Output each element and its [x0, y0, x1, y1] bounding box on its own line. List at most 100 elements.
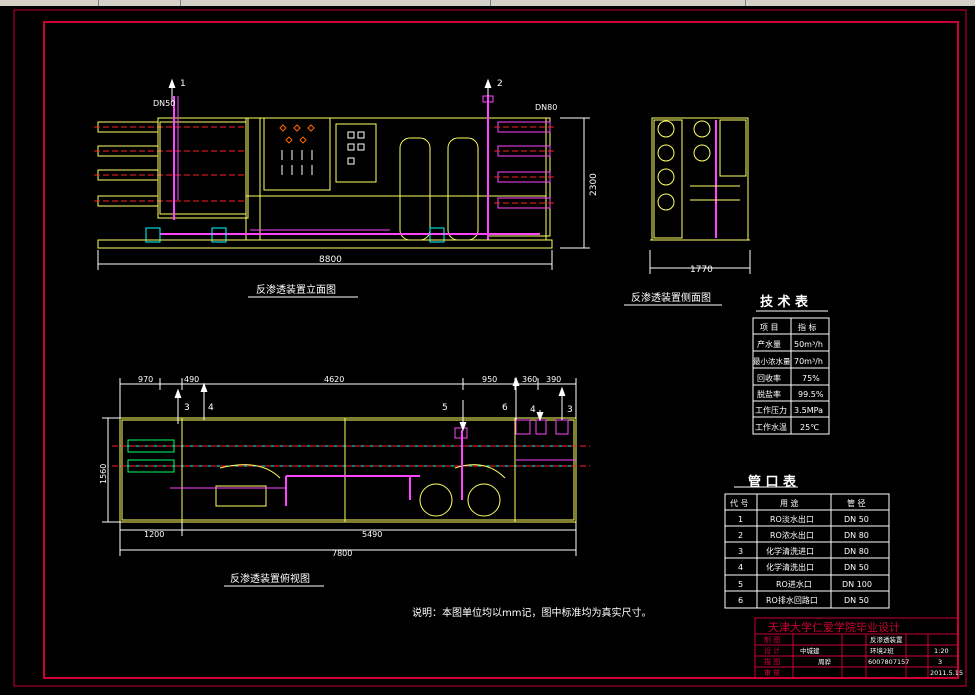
- plan-nozzle-labels: 3 4 5 6 4 3: [184, 403, 573, 415]
- tech-header: 指 标: [798, 322, 817, 332]
- plan-dim-7800: 7800: [332, 549, 352, 558]
- front-base-frame: [97, 239, 553, 249]
- front-view-title: 反渗透装置立面图: [256, 283, 336, 296]
- toolbar-separator: [98, 0, 99, 6]
- toolbar-separator: [180, 0, 181, 6]
- title-block-grid: [754, 617, 959, 679]
- cad-model-space[interactable]: 1 2 DN50 DN80 8800 2300 反渗透装置立面图 1770 反渗…: [0, 6, 975, 695]
- control-panel-b: [335, 123, 377, 183]
- outer-border: [13, 9, 967, 687]
- plan-view-title: 反渗透装置俯视图: [230, 572, 310, 585]
- tech-table-title: 技 术 表: [760, 294, 809, 310]
- nozzle-header: 代 号: [730, 498, 749, 508]
- cartridge-filter-2: [447, 137, 479, 241]
- title-block-sheet: 3: [938, 658, 942, 666]
- nozzle-cell: RO进水口: [776, 579, 812, 589]
- drawing-note: 说明：本图单位均以mm记，图中标准均为真实尺寸。: [412, 606, 651, 619]
- tech-cell: 99.5%: [798, 390, 824, 399]
- plan-nozzle-label: 4: [208, 403, 214, 413]
- title-block-values: 反渗透装置 中城建 环境2班 周骅 6007807157 1:20 3 2011…: [800, 635, 963, 677]
- nozzle-cell: DN 80: [844, 547, 869, 556]
- nozzle-cell: RO淡水出口: [770, 514, 814, 524]
- nozzle-header: 用 途: [780, 498, 799, 508]
- nozzle-cell: DN 50: [844, 596, 869, 605]
- tech-cell: 脱盐率: [757, 389, 781, 399]
- nozzle-cell: 4: [738, 563, 743, 572]
- side-width-dim: 1770: [690, 265, 713, 275]
- plan-nozzle-label: 5: [442, 403, 448, 413]
- title-block-designer: 中城建: [800, 646, 820, 655]
- title-block-student-id: 6007807157: [868, 658, 909, 666]
- window-toolbar-strip: [0, 0, 975, 6]
- nozzle-cell: DN 50: [844, 515, 869, 524]
- plan-dim-5490: 5490: [362, 530, 382, 539]
- nozzle-table: 代 号 用 途 管 径 1 RO淡水出口 DN 50 2 RO浓水出口 DN 8…: [730, 498, 872, 605]
- tech-cell: 25℃: [800, 423, 819, 432]
- plan-dim-390: 390: [546, 375, 561, 384]
- toolbar-separator: [490, 0, 491, 6]
- cad-drawing: 1 2 DN50 DN80 8800 2300 反渗透装置立面图 1770 反渗…: [13, 9, 967, 687]
- plan-nozzle-label: 3: [567, 405, 573, 415]
- nozzle-cell: 1: [738, 515, 743, 524]
- title-block-labels: 制 图 设 计 描 图 审 核: [764, 635, 780, 677]
- tech-table: 项 目 指 标 产水量 50m³/h 最小浓水量 70m³/h 回收率 75% …: [753, 322, 824, 432]
- nozzle-table-title: 管 口 表: [748, 474, 797, 490]
- nozzle-cell: 化学清洗进口: [766, 546, 814, 556]
- front-elevation-view: [94, 95, 556, 249]
- title-block-col-label: 描 图: [764, 657, 780, 666]
- title-block-school: 天津大学仁爱学院毕业设计: [768, 620, 900, 634]
- nozzle-header: 管 径: [847, 498, 866, 508]
- nozzle-table-grid: [724, 493, 890, 609]
- tech-cell: 工作水温: [755, 422, 787, 432]
- plan-dim-360: 360: [522, 375, 537, 384]
- plan-view-dims: [102, 376, 577, 556]
- tech-cell: 50m³/h: [794, 340, 823, 349]
- tech-table-grid: [752, 317, 830, 435]
- side-view-dims: [649, 250, 751, 274]
- cartridge-filter-1: [399, 137, 431, 241]
- title-block-date: 2011.5.15: [930, 669, 963, 677]
- front-pipe2-label: 2: [497, 79, 503, 89]
- plan-dim-1200: 1200: [144, 530, 164, 539]
- front-pipe1-label: 1: [180, 79, 186, 89]
- plan-dim-4620: 4620: [324, 375, 344, 384]
- title-block-class: 环境2班: [870, 646, 894, 655]
- tech-cell: 70m³/h: [794, 357, 823, 366]
- side-view: [650, 117, 750, 241]
- tech-cell: 75%: [802, 374, 820, 383]
- plan-dim-490: 490: [184, 375, 199, 384]
- title-block-drawing-name: 反渗透装置: [870, 635, 903, 644]
- nozzle-cell: 2: [738, 531, 743, 540]
- membrane-stack-left: [94, 117, 249, 219]
- toolbar-separator: [745, 0, 746, 6]
- plan-width-dim: 1560: [99, 464, 108, 484]
- nozzle-cell: DN 100: [842, 580, 872, 589]
- nozzle-cell: DN 50: [844, 563, 869, 572]
- tech-header: 项 目: [760, 323, 779, 332]
- title-block-col-label: 制 图: [764, 635, 780, 644]
- title-block-col-label: 审 核: [764, 668, 780, 677]
- nozzle-cell: 3: [738, 547, 743, 556]
- plan-view: [112, 417, 590, 523]
- plan-top-dims: 970 490 4620 950 360 390: [138, 375, 561, 384]
- side-view-title: 反渗透装置侧面图: [631, 291, 711, 304]
- nozzle-cell: 化学清洗出口: [766, 562, 814, 572]
- nozzle-cell: DN 80: [844, 531, 869, 540]
- control-panel-a: [263, 117, 331, 191]
- front-pipe2-size: DN80: [535, 103, 557, 112]
- front-length-dim: 8800: [319, 255, 342, 265]
- tech-cell: 最小浓水量: [753, 356, 791, 366]
- front-elevation-dims: [97, 78, 590, 270]
- front-height-dim: 2300: [589, 173, 599, 196]
- tech-cell: 产水量: [757, 339, 781, 349]
- front-pipe1-size: DN50: [153, 99, 175, 108]
- tech-cell: 工作压力: [755, 405, 787, 415]
- plan-dim-950: 950: [482, 375, 497, 384]
- nozzle-cell: 5: [738, 580, 743, 589]
- plan-dim-970: 970: [138, 375, 153, 384]
- plan-nozzle-label: 6: [502, 403, 508, 413]
- inner-border: [43, 21, 959, 679]
- title-block-scale: 1:20: [934, 647, 949, 655]
- plan-nozzle-label: 4: [530, 405, 536, 415]
- plan-nozzle-label: 3: [184, 403, 190, 413]
